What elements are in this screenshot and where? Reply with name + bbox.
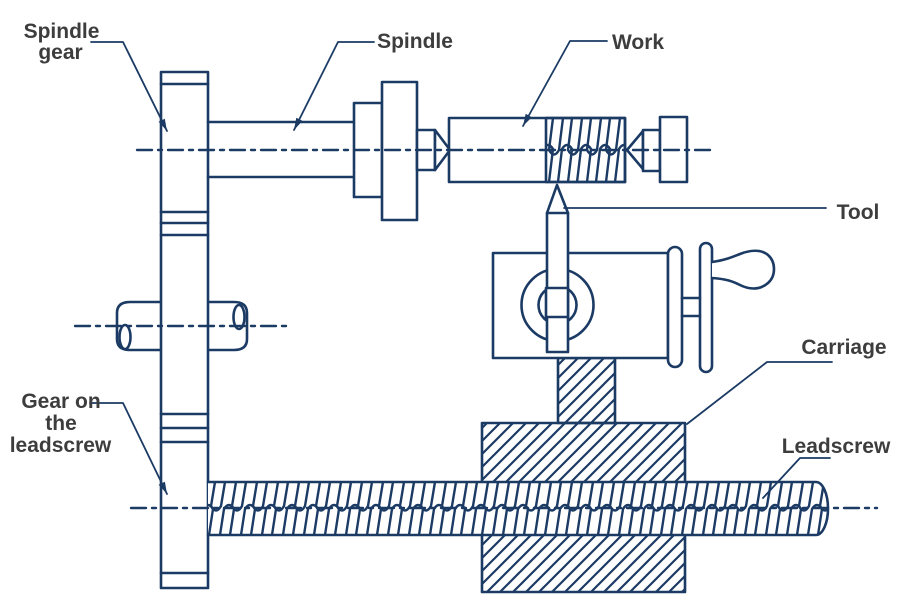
label-gear-on-leadscrew-line1: Gear on [21,390,100,413]
toolpost-box [491,251,670,360]
arrowhead-spindle [294,117,303,130]
arrowhead-work [523,113,532,126]
leader-gear-on-leadscrew [89,402,168,495]
leader-lines [89,40,833,499]
leader-spindle [293,41,375,131]
label-leadscrew: Leadscrew [782,435,891,458]
cutting-tool [545,183,570,354]
spindle-shaft [206,120,357,179]
label-spindle-gear-line1: Spindle [24,20,100,43]
label-gear-on-leadscrew-line2: the [45,412,77,435]
stud-shaft-right-end-face [232,303,246,331]
carriage-pedestal [556,356,617,425]
labels: Spindle gear Spindle Work Tool Carriage … [10,20,891,458]
label-spindle-gear-line2: gear [38,41,82,64]
leader-spindle-gear [90,41,168,132]
headstock-center-cone [433,128,452,172]
arrowhead-gear-on-leadscrew [158,481,167,494]
leader-arrowheads [158,113,532,494]
leader-work [522,40,608,127]
label-gear-on-leadscrew-line3: leadscrew [10,434,112,457]
handle-knob [710,249,776,290]
leader-leadscrew [762,457,831,499]
label-work: Work [612,31,664,54]
label-tool: Tool [837,201,880,224]
toolpost-clamp-square [544,286,570,319]
handle-collar-inner [666,245,684,369]
centerlines [73,148,879,510]
handle-shaft [680,296,702,318]
gear-train-column [159,70,210,590]
label-carriage: Carriage [801,336,886,359]
stud-shaft-left-end-face [118,323,132,351]
stud-shaft-right [206,300,249,352]
leader-carriage [686,361,833,425]
handle-collar-outer [698,241,714,374]
arrowhead-spindle-gear [158,118,167,131]
label-spindle: Spindle [377,30,453,53]
gear-column-bands [159,82,210,575]
